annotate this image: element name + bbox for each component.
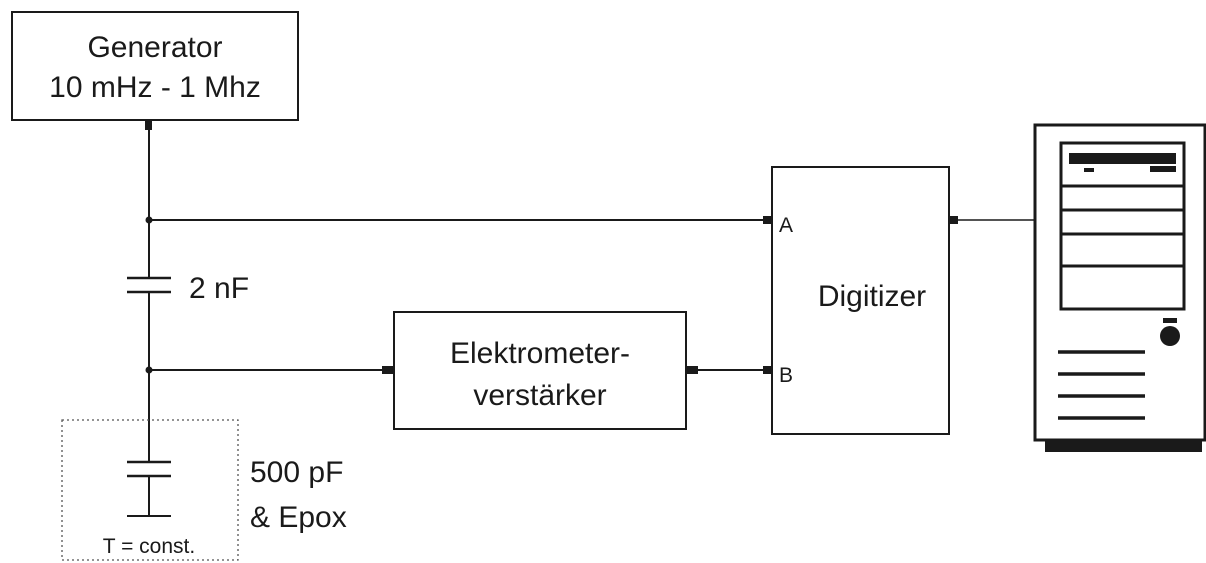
amplifier-label-line1: Elektrometer- [450, 337, 630, 370]
digitizer-input-a-port [763, 216, 772, 224]
power-button [1160, 326, 1180, 346]
electrometer-amplifier-block: Elektrometer- verstärker [382, 311, 698, 430]
sample-enclosure: T = const. [61, 419, 239, 561]
drive-led [1084, 168, 1094, 172]
digitizer-block: A B Digitizer [763, 166, 958, 435]
digitizer-output-port [949, 216, 958, 224]
ventilation-grille [1058, 350, 1145, 420]
digitizer-box [771, 166, 950, 435]
power-led [1163, 318, 1177, 323]
temperature-constant-label: T = const. [103, 535, 195, 558]
digitizer-input-b-port [763, 366, 772, 374]
generator-output-port [145, 120, 152, 130]
temperature-enclosure-box [61, 419, 239, 561]
amplifier-output-port [686, 366, 698, 374]
amplifier-box [393, 311, 687, 430]
digitizer-label: Digitizer [818, 280, 926, 313]
generator-title: Generator [87, 31, 222, 64]
digitizer-input-a-label: A [779, 214, 793, 237]
generator-block: Generator 10 mHz - 1 Mhz [11, 11, 299, 130]
drive-eject-button [1150, 166, 1176, 172]
capacitor-2nf [127, 276, 171, 294]
sample-capacitance-label: 500 pF [250, 456, 343, 489]
amplifier-input-port [382, 366, 394, 374]
sample-material-label: & Epox [250, 501, 347, 534]
generator-frequency-range: 10 mHz - 1 Mhz [49, 71, 261, 104]
digitizer-input-b-label: B [779, 364, 793, 387]
capacitor-2nf-label: 2 nF [189, 272, 249, 305]
desktop-computer-icon [1033, 123, 1206, 452]
floppy-slot [1069, 153, 1176, 164]
amplifier-label-line2: verstärker [473, 379, 606, 412]
generator-box [11, 11, 299, 121]
